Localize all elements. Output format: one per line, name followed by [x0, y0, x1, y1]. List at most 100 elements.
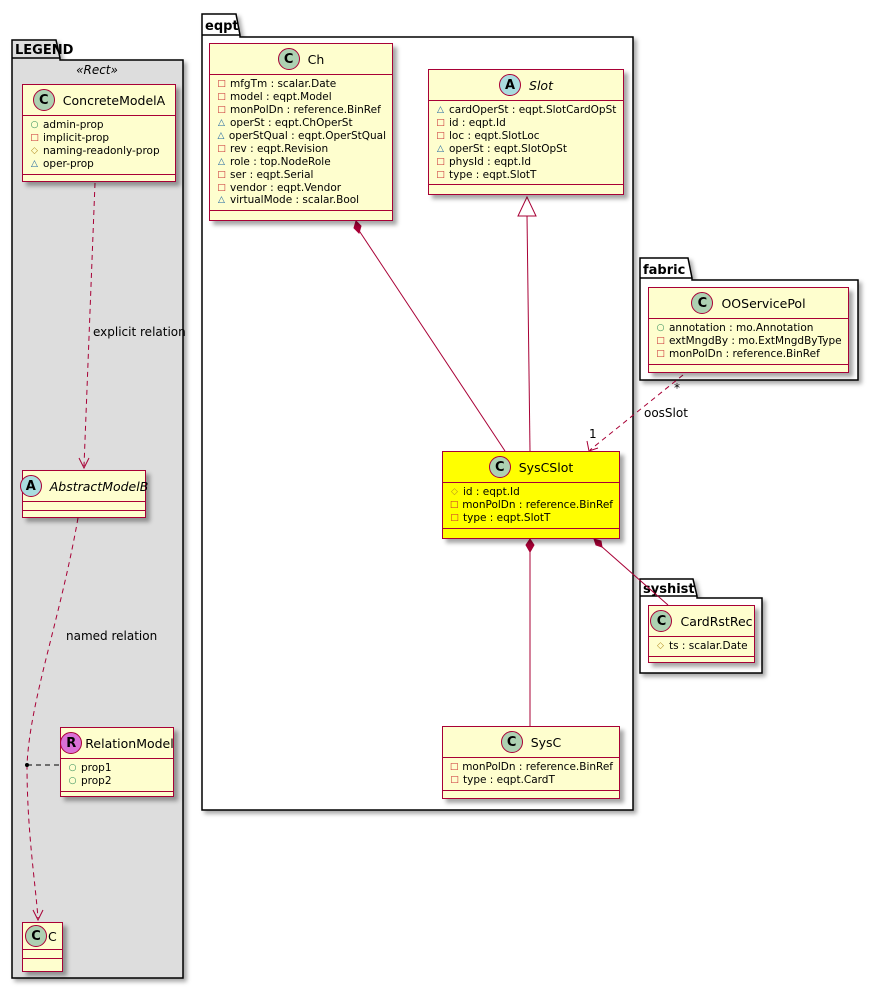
square-private-icon: □: [449, 762, 459, 773]
attribute-row: □ loc : eqpt.SlotLoc: [435, 130, 617, 143]
attribute-row: □mfgTm : scalar.Date: [216, 78, 386, 91]
arrow-head: [32, 909, 44, 922]
legend-stereotype: «Rect»: [76, 63, 118, 77]
square-private-icon: □: [30, 133, 39, 144]
attribute-text: implicit-prop: [43, 132, 110, 145]
class-abstractmodelb[interactable]: A AbstractModelB: [19, 470, 148, 518]
square-private-icon: □: [217, 92, 226, 103]
label-source-multiplicity: *: [674, 381, 680, 395]
class-attributes: ◇id : eqpt.Id□monPolDn : reference.BinRe…: [443, 483, 619, 529]
class-header: A AbstractModelB: [19, 471, 148, 502]
class-attributes: [23, 502, 145, 511]
circle-public-icon: ○: [68, 763, 77, 774]
class-name: AbstractModelB: [49, 478, 149, 494]
class-attributes: [23, 950, 62, 959]
attribute-row: △operStQual : eqpt.OperStQual: [216, 130, 386, 143]
label-named-relation: named relation: [66, 629, 157, 643]
attribute-row: ○admin-prop: [29, 119, 169, 132]
attribute-text: prop2: [81, 775, 112, 788]
package-legend-label: LEGEND: [15, 43, 74, 58]
attribute-text: prop1: [81, 762, 112, 775]
attribute-row: ○ prop1: [67, 762, 167, 775]
circle-public-icon: ○: [30, 120, 39, 131]
arrow-head: [78, 457, 90, 470]
triangle-package-icon: △: [218, 118, 225, 129]
attribute-text: type : eqpt.CardT: [463, 774, 555, 787]
package-syshist-label: syshist: [643, 582, 695, 597]
class-name: OOServicePol: [721, 295, 806, 311]
class-attributes: ○admin-prop□ implicit-prop◇naming-readonl…: [23, 116, 175, 175]
package-fabric-label: fabric: [643, 263, 685, 278]
label-target-multiplicity: 1: [589, 427, 597, 441]
square-private-icon: □: [217, 79, 226, 90]
class-attributes: △cardOperSt : eqpt.SlotCardOpSt□id : eqp…: [429, 101, 623, 186]
attribute-text: role : top.NodeRole: [230, 155, 331, 168]
triangle-package-icon: △: [437, 144, 444, 155]
attribute-text: operSt : eqpt.ChOperSt: [230, 117, 353, 130]
class-name: RelationModel: [85, 735, 174, 751]
square-private-icon: □: [217, 105, 226, 116]
attribute-text: id : eqpt.Id: [463, 486, 520, 499]
composition-diamond: [525, 538, 535, 554]
class-name: CardRstRec: [680, 613, 753, 629]
class-header: C CardRstRec: [649, 606, 754, 637]
attribute-row: □type : eqpt.CardT: [449, 774, 613, 787]
attribute-text: vendor : eqpt.Vendor: [230, 181, 342, 194]
attribute-text: cardOperSt : eqpt.SlotCardOpSt: [449, 104, 617, 117]
attribute-row: △operSt : eqpt.SlotOpSt: [435, 143, 617, 156]
square-private-icon: □: [436, 157, 445, 167]
composition-diamond: [353, 220, 362, 234]
relation-class-icon: R: [60, 732, 83, 754]
class-name: ConcreteModelA: [62, 92, 166, 108]
attribute-text: virtualMode : scalar.Bool: [230, 194, 360, 207]
attribute-text: monPolDn : reference.BinRef: [230, 104, 381, 117]
attribute-text: type : eqpt.SlotT: [463, 512, 551, 525]
class-icon: C: [650, 610, 673, 632]
class-icon: C: [691, 292, 714, 314]
square-private-icon: □: [436, 131, 445, 142]
relation-slot-syscslot: [526, 214, 531, 452]
attribute-row: ◇naming-readonly-prop: [29, 145, 169, 158]
attribute-row: ◇ts : scalar.Date: [655, 640, 748, 653]
attribute-row: □ monPolDn : reference.BinRef: [216, 104, 386, 117]
attribute-row: □physId : eqpt.Id: [435, 156, 617, 169]
attribute-row: □monPolDn : reference.BinRef: [449, 499, 613, 512]
attribute-text: ts : scalar.Date: [669, 640, 748, 653]
attribute-row: □model : eqpt.Model: [216, 91, 386, 104]
square-private-icon: □: [436, 118, 445, 129]
triangle-package-icon: △: [437, 105, 444, 116]
association-point: [25, 763, 29, 767]
square-private-icon: □: [449, 500, 459, 511]
triangle-package-icon: △: [31, 159, 38, 170]
class-name: SysC: [530, 734, 562, 750]
composition-diamond: [593, 538, 603, 548]
attribute-row: □monPolDn : reference.BinRef: [449, 761, 613, 774]
attribute-text: type : eqpt.SlotT: [449, 168, 537, 181]
attribute-row: □type : eqpt.SlotT: [435, 168, 617, 181]
attribute-text: naming-readonly-prop: [43, 145, 160, 158]
square-private-icon: □: [217, 143, 226, 154]
attribute-text: loc : eqpt.SlotLoc: [449, 130, 540, 143]
attribute-text: ser : eqpt.Serial: [230, 168, 314, 181]
label-oosslot: oosSlot: [644, 406, 688, 420]
class-cardrstrec[interactable]: C CardRstRec ◇ts : scalar.Date: [648, 605, 755, 663]
triangle-package-icon: △: [217, 131, 225, 141]
square-private-icon: □: [450, 513, 459, 524]
class-icon: C: [277, 48, 300, 70]
abstract-class-icon: A: [19, 475, 42, 497]
attribute-row: □ type : eqpt.SlotT: [449, 512, 613, 525]
class-name: C: [48, 928, 57, 944]
